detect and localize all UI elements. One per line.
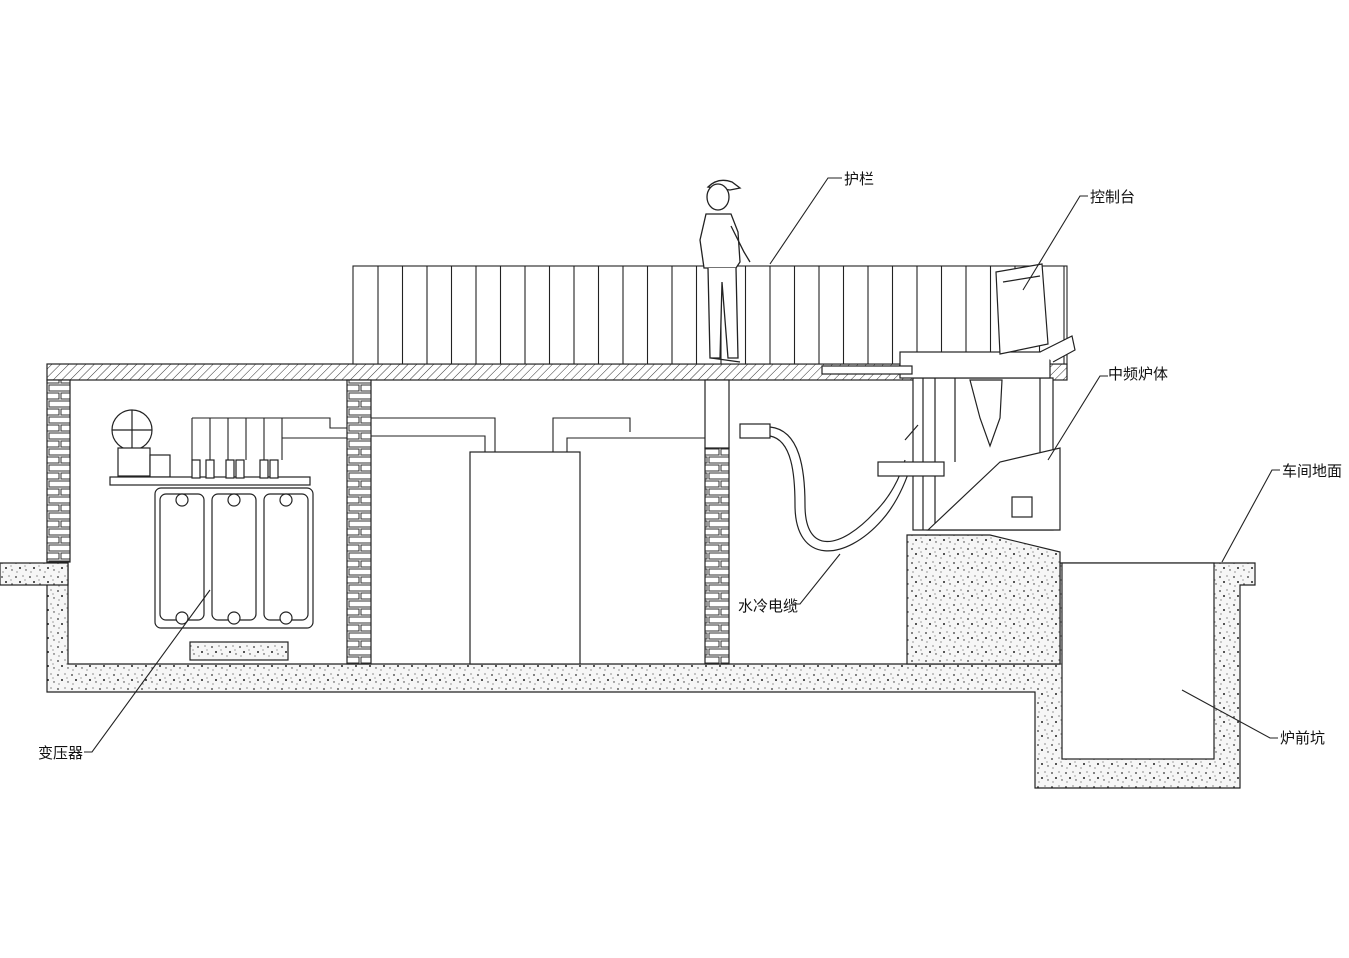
label-workshop-floor: 车间地面 [1282, 462, 1342, 480]
middle-wall [346, 379, 372, 665]
power-cabinet [469, 451, 581, 665]
water-cooled-cable [739, 423, 913, 552]
leader-lines [84, 177, 1280, 753]
label-furnace-body: 中频炉体 [1108, 365, 1168, 383]
bus-bars [191, 417, 705, 460]
label-transformer: 变压器 [38, 744, 83, 762]
label-guardrail: 护栏 [844, 170, 874, 188]
transformer [109, 409, 314, 629]
label-water-cooled-cable: 水冷电缆 [738, 597, 798, 615]
brick-walls [46, 379, 730, 665]
label-furnace-pit: 炉前坑 [1280, 729, 1325, 747]
right-wall [704, 447, 730, 665]
labels: 护栏 控制台 中频炉体 车间地面 水冷电缆 变压器 炉前坑 [38, 170, 1342, 762]
furnace-body [821, 335, 1076, 531]
left-wall [46, 379, 71, 563]
foundation [0, 534, 1256, 789]
operator-figure [699, 179, 751, 363]
label-console: 控制台 [1090, 188, 1135, 206]
control-console [995, 263, 1049, 355]
